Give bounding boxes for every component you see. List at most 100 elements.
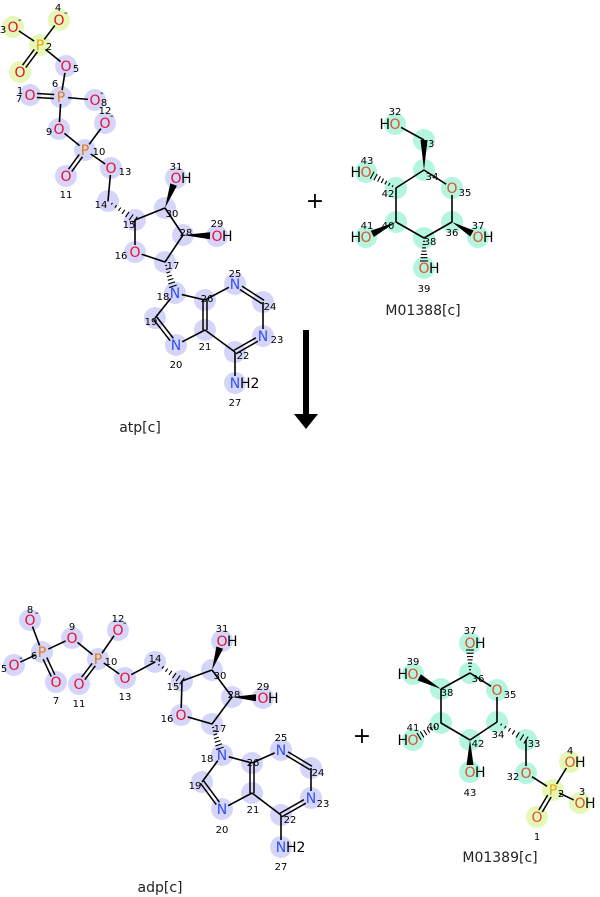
oxygen-symbol: O [89,93,100,109]
atom-highlight [413,257,435,279]
atom-number: 5 [1,664,7,675]
atom-highlight [569,792,591,814]
bond-9-10 [76,641,94,656]
bond-18-19 [154,297,172,319]
atom-number: 26 [247,758,260,769]
atom-number: 23 [317,799,330,810]
oxygen-symbol: O [7,20,18,36]
oxygen-symbol: O [418,261,429,277]
atom-number: 8 [101,98,107,109]
atom-highlight [165,334,187,356]
nitrogen-symbol: N [306,791,316,807]
bond-28-29 [183,232,211,240]
atom-highlight [100,157,122,179]
atom-number: 34 [492,730,505,741]
atom-highlight [61,627,83,649]
atom-number: 34 [426,172,439,183]
bond-13-14 [107,174,112,202]
bond-2-5 [44,48,62,63]
atom-number: 17 [167,261,180,272]
bond-2-3 [558,792,575,801]
atom-highlight [48,9,70,31]
atom-number: 15 [167,682,180,693]
atom-highlight [50,86,72,108]
nitrogen-symbol: N [217,748,227,764]
bond-2-4 [555,767,568,785]
atom-highlight [206,225,228,247]
oxygen-symbol: O [520,766,531,782]
atom-number: 36 [472,674,485,685]
atom-number: 6 [31,651,37,662]
bond-36-38 [423,221,453,239]
oxygen-symbol: O [60,59,71,75]
atom-number: 1 [534,832,540,843]
charge-sign: - [100,88,104,99]
nitrogen-symbol: N [170,286,180,302]
oxygen-symbol: O [170,171,181,187]
bond-28-17 [211,696,233,725]
atom-number: 33 [528,739,541,750]
oxygen-symbol: O [73,677,84,693]
atom-highlight [459,761,481,783]
atom-number: 17 [214,724,227,735]
atom-number: 27 [275,862,288,873]
atom-number: 32 [507,772,520,783]
phosphorus-symbol: P [36,38,44,54]
atom-highlight [441,177,463,199]
bond-17-18 [164,261,177,289]
bond-15-30 [181,669,213,682]
molecule-label-atp: atp[c] [119,420,161,436]
atom-number: 3 [579,787,585,798]
bond-13-14 [130,661,156,676]
atom-highlight [114,667,136,689]
oxygen-symbol: O [446,181,457,197]
atom-number: 38 [441,688,454,699]
oxygen-symbol: O [66,631,77,647]
bond-40-41 [370,222,396,237]
bond-18-19 [201,760,219,783]
atom-number: 5 [73,64,79,75]
atom-highlight [559,751,581,773]
atom-number: 9 [46,127,52,138]
bond-42-34 [469,721,498,741]
atom-number: 20 [170,360,183,371]
atom-number: 24 [264,302,277,313]
bond-19-20 [152,316,174,342]
bond-17-18 [211,723,224,751]
bond-34-35 [423,169,447,185]
atom-number: 30 [214,671,227,682]
atom-number: 4 [55,3,61,14]
atom-highlight [107,619,129,641]
bond-25-24 [285,751,313,771]
bond-40-42 [440,722,471,741]
atom-number: 41 [407,723,420,734]
bond-20-21 [181,329,206,343]
atom-number: 11 [60,190,73,201]
bond-2-1 [21,48,39,69]
hydrogen-symbol: H [227,634,238,650]
bond-28-29 [232,694,257,702]
bonds [18,25,575,840]
atom-number: 11 [73,699,86,710]
bond-23-22 [233,337,259,355]
hydrogen-symbol: H [222,229,233,245]
atom-number: 25 [275,733,288,744]
bond-30-28 [164,207,184,236]
plus-sign-bottom: + [353,724,371,749]
bond-28-17 [164,234,184,263]
oxygen-symbol: O [50,675,61,691]
hydrogen-symbol: H [397,733,408,749]
bond-15-30 [134,207,166,221]
oxygen-symbol: O [14,65,25,81]
oxygen-symbol: O [60,169,71,185]
atom-highlight [55,165,77,187]
bond-30-31 [165,183,177,208]
atom-number: 40 [382,221,395,232]
bond-10-11 [81,662,96,681]
oxygen-symbol: O [24,613,35,629]
oxygen-symbol: O [175,708,186,724]
atom-number: 8 [27,605,33,616]
atom-highlight [74,139,96,161]
molecule-label-adp: adp[c] [138,880,183,896]
